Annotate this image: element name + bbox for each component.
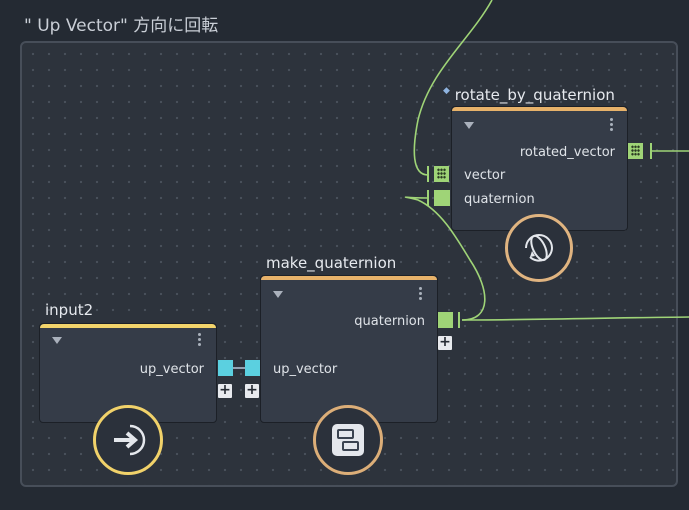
- node-make-quaternion[interactable]: quaternion up_vector: [260, 275, 438, 423]
- compose-blocks-glyph: [332, 424, 364, 456]
- menu-dots-icon[interactable]: [419, 287, 423, 302]
- port-label-up-vector-out: up_vector: [139, 362, 204, 377]
- menu-dots-icon[interactable]: [198, 333, 202, 348]
- port-label-up-vector-in: up_vector: [273, 362, 338, 377]
- collapse-triangle-icon[interactable]: [273, 291, 283, 298]
- node-rotate-by-quaternion[interactable]: rotated_vector vector quaternion: [451, 106, 628, 231]
- compose-blocks-icon[interactable]: [313, 405, 383, 475]
- orbit-rotate-icon[interactable]: [505, 214, 573, 282]
- add-port-button[interactable]: +: [438, 334, 452, 350]
- socket-quaternion-in[interactable]: [434, 190, 450, 206]
- graph-title: " Up Vector" 方向に回転: [24, 16, 219, 36]
- socket-tick: [427, 166, 429, 182]
- socket-up-vector-out[interactable]: [218, 360, 233, 376]
- orbit-rotate-glyph: [525, 234, 553, 262]
- socket-tick: [650, 143, 652, 159]
- arrow-input-glyph: [114, 424, 146, 456]
- collapse-triangle-icon[interactable]: [52, 337, 62, 344]
- port-label-rotated-vector: rotated_vector: [519, 145, 615, 160]
- socket-rotated-vector-out[interactable]: [628, 143, 643, 159]
- node-title-rotate-text: rotate_by_quaternion: [454, 86, 615, 104]
- port-label-vector: vector: [464, 168, 506, 183]
- socket-vector-in[interactable]: [434, 166, 449, 182]
- socket-tick: [427, 190, 429, 206]
- socket-up-vector-in[interactable]: [245, 360, 260, 376]
- node-accent-bar: [40, 324, 216, 328]
- collapse-triangle-icon[interactable]: [464, 122, 474, 129]
- port-label-quaternion-out: quaternion: [354, 314, 425, 329]
- port-label-quaternion: quaternion: [464, 192, 535, 207]
- add-port-button[interactable]: +: [245, 382, 259, 398]
- node-title-make-quaternion: make_quaternion: [266, 254, 397, 272]
- arrow-input-icon[interactable]: [93, 405, 163, 475]
- socket-quaternion-out[interactable]: [438, 312, 453, 328]
- node-title-input2: input2: [45, 301, 94, 319]
- diamond-icon: ◆: [443, 86, 450, 96]
- node-accent-bar: [261, 276, 437, 280]
- menu-dots-icon[interactable]: [610, 118, 614, 133]
- socket-tick: [458, 312, 460, 328]
- node-accent-bar: [452, 107, 627, 111]
- add-port-button[interactable]: +: [218, 382, 232, 398]
- node-title-rotate: ◆ rotate_by_quaternion: [443, 86, 615, 104]
